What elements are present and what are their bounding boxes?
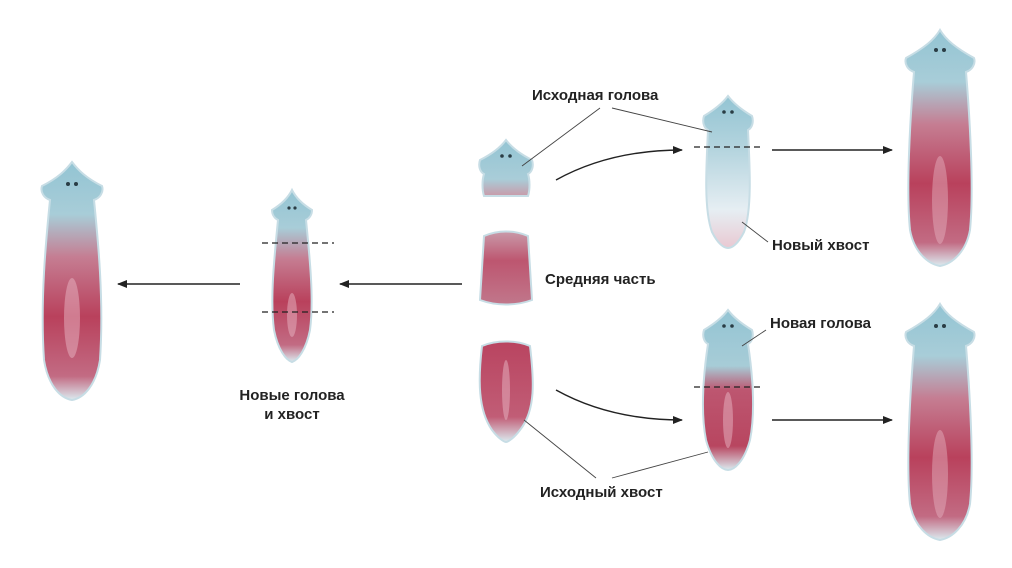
arrow-curved-bottom [555, 389, 683, 424]
leader-original-head-2 [611, 107, 713, 133]
tail-fragment [478, 340, 534, 444]
leader-new-head [741, 329, 767, 347]
label-new-head: Новая голова [770, 315, 871, 332]
label-new-head-and-tail: Новые голова и хвост [222, 386, 362, 424]
leader-new-tail [741, 221, 769, 243]
planarian-top-right-final [904, 28, 976, 268]
label-middle-part: Средняя часть [545, 271, 656, 288]
planarian-bottom-right-final [904, 302, 976, 542]
arrow-curved-top [555, 146, 683, 181]
planarian-left-final [40, 160, 104, 402]
planarian-top-regenerating [694, 94, 764, 250]
label-original-head: Исходная голова [532, 87, 659, 104]
planarian-middle-regenerated [262, 187, 334, 364]
planarian-bottom-regenerating [694, 308, 764, 472]
label-new-tail: Новый хвост [772, 237, 870, 254]
label-new-head-and-tail-line1: Новые голова [239, 387, 345, 404]
leader-original-tail-2 [611, 451, 709, 479]
label-original-tail: Исходный хвост [540, 484, 663, 501]
label-new-head-and-tail-line2: и хвост [264, 406, 320, 423]
leader-original-tail-1 [523, 419, 597, 479]
head-fragment [478, 138, 534, 197]
leader-original-head-1 [521, 107, 601, 167]
middle-fragment [478, 230, 534, 306]
